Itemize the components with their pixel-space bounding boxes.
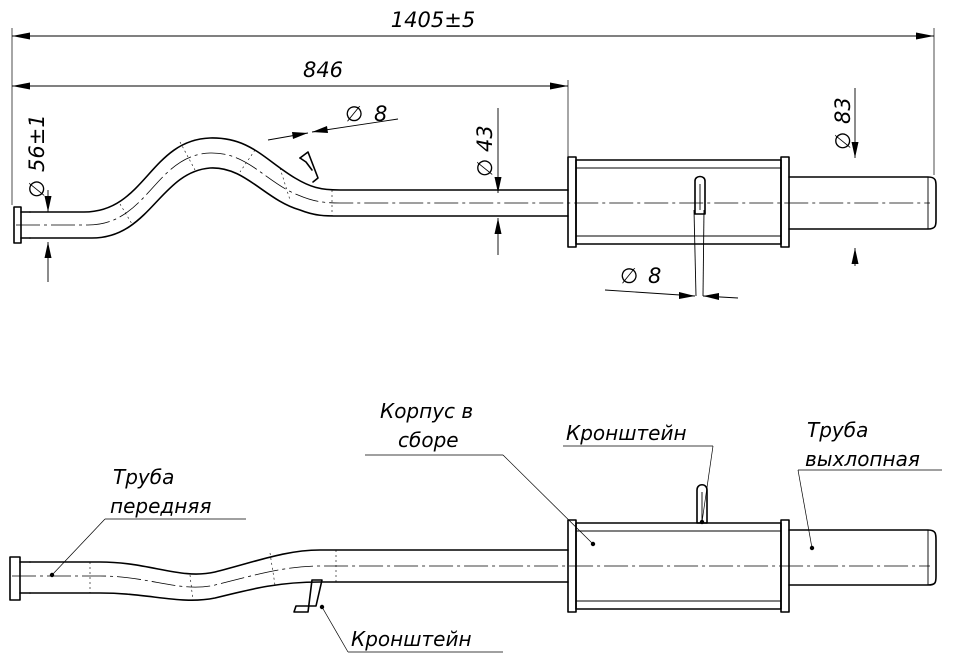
front-pipe-length-value: 846 [303, 58, 343, 82]
muffler-body-top [567, 156, 790, 248]
component-labels: Труба передняя Корпус в сборе Кронштейн … [110, 399, 920, 651]
top-view: 1405±5 846 ∅ 56±1 ∅ 43 [11, 8, 937, 300]
body-label-line1: Корпус в [380, 399, 473, 423]
muffler-diameter-symbol: ∅ [831, 132, 855, 150]
inlet-diameter-value: 56±1 [25, 114, 49, 172]
front-bracket-diameter-symbol: ∅ [345, 102, 363, 126]
tail-pipe-top [788, 176, 937, 230]
pipe-diameter-symbol: ∅ [473, 159, 497, 177]
pipe-diameter-dimension: ∅ 43 [473, 108, 502, 255]
exhaust-pipe-label-line2: выхлопная [805, 447, 920, 471]
muffler-bracket-diameter-symbol: ∅ [620, 264, 638, 288]
bracket-bottom-label: Кронштейн [351, 627, 472, 651]
exhaust-pipe-label-line1: Труба [807, 418, 868, 442]
pipe-diameter-value: 43 [473, 125, 497, 152]
body-label-line2: сборе [398, 428, 459, 452]
muffler-bracket-diameter-dimension: ∅ 8 [604, 209, 739, 300]
muffler-bracket-diameter-value: 8 [648, 264, 661, 288]
inlet-diameter-symbol: ∅ [25, 180, 49, 198]
muffler-diameter-dimension: ∅ 83 [831, 88, 859, 266]
inlet-diameter-dimension: ∅ 56±1 [25, 114, 52, 282]
front-pipe-label-line1: Труба [113, 465, 174, 489]
overall-length-value: 1405±5 [391, 8, 475, 32]
front-pipe-label-line2: передняя [110, 494, 211, 518]
front-bracket-diameter-dimension: ∅ 8 [267, 102, 399, 141]
muffler-body-bottom [567, 483, 790, 613]
front-bracket-diameter-value: 8 [374, 102, 387, 126]
bracket-top-label: Кронштейн [566, 421, 687, 445]
muffler-diameter-value: 83 [831, 97, 855, 124]
tail-pipe-bottom [788, 529, 937, 586]
front-pipe-top [13, 137, 930, 244]
front-pipe-length-dimension: 846 [12, 58, 569, 160]
overall-length-dimension: 1405±5 [11, 8, 935, 205]
bottom-view: Труба передняя Корпус в сборе Кронштейн … [9, 399, 942, 653]
front-pipe-bottom [9, 549, 930, 613]
leader-lines [49, 445, 942, 653]
